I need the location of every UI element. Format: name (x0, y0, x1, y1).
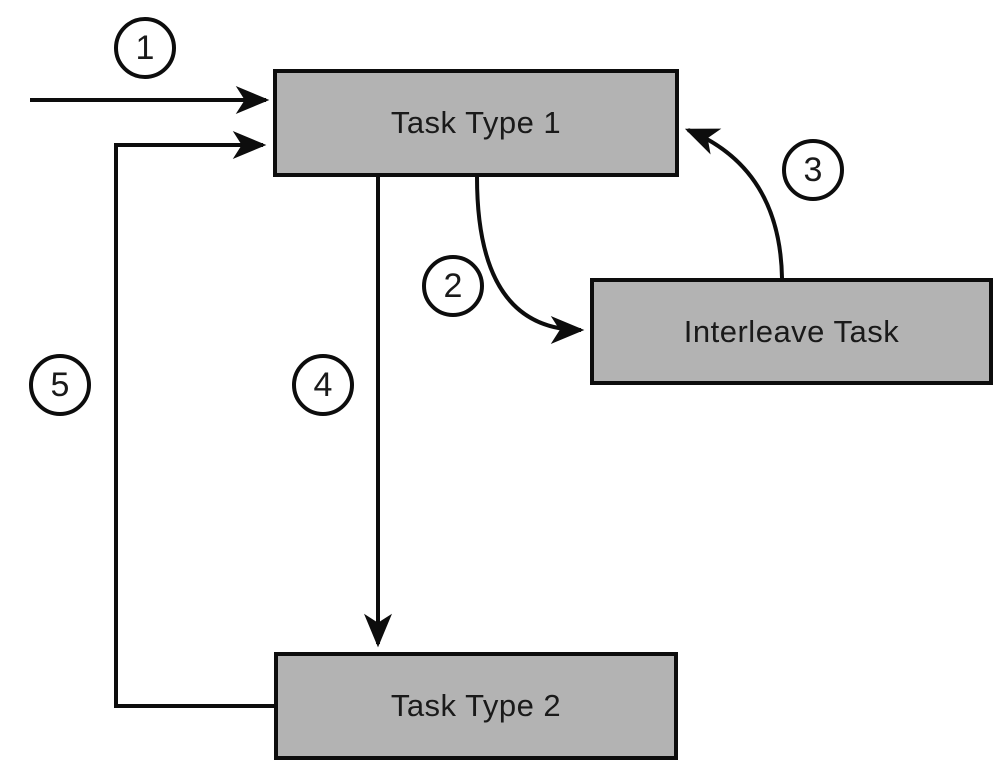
arrow-2-task1-to-interleave (475, 176, 585, 344)
step-badge-3: 3 (782, 139, 844, 201)
step-badge-5: 5 (29, 354, 91, 416)
step-badge-2-number: 2 (443, 266, 463, 305)
node-task-type-2: Task Type 2 (274, 652, 678, 760)
node-interleave-task: Interleave Task (590, 278, 993, 385)
step-badge-3-number: 3 (803, 150, 823, 189)
node-interleave-task-label: Interleave Task (683, 313, 900, 349)
step-badge-4-number: 4 (313, 365, 333, 404)
step-badge-2: 2 (422, 255, 484, 317)
step-badge-1-number: 1 (135, 28, 155, 67)
step-badge-1: 1 (114, 17, 176, 79)
arrow-5-task2-loop-to-task1 (114, 131, 276, 708)
node-task-type-1-label: Task Type 1 (390, 105, 562, 140)
step-badge-4: 4 (292, 354, 354, 416)
arrow-3-interleave-to-task1 (684, 128, 784, 279)
node-task-type-1: Task Type 1 (273, 69, 679, 177)
node-task-type-2-label: Task Type 2 (390, 688, 562, 723)
step-badge-5-number: 5 (50, 365, 70, 404)
